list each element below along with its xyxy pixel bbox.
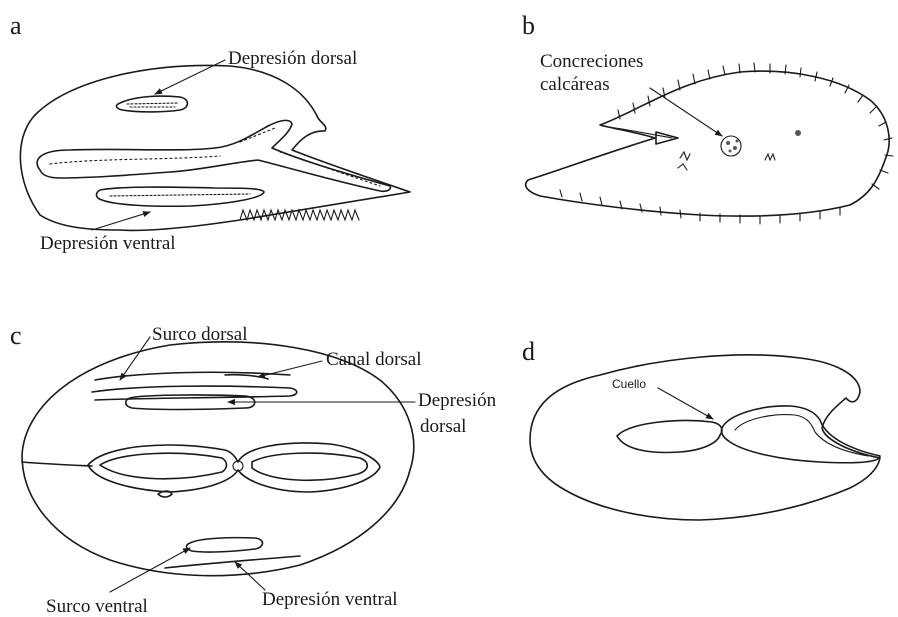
panel-a-ventral-depression-stipple [110,194,250,196]
panel-b: b Concreciones calcáreas [522,11,893,224]
panel-d-letter: d [522,337,535,366]
panel-d-cauda-inner [735,415,868,456]
panel-b-dorsal-margin-teeth [618,63,893,189]
panel-b-notch-marker [656,132,678,144]
panel-d-label-neck: Cuello [612,377,646,391]
panel-a-ventral-depression-leader [92,212,150,230]
panel-c-ostium-line [22,462,92,466]
panel-a-dorsal-depression-stipple [127,103,178,107]
panel-a-sulcus-shape [37,120,390,191]
panel-c-ventral-sulcus-shape [186,538,262,552]
panel-a-ventral-margin-teeth [240,210,359,220]
panel-a-label-ventral-depression: Depresión ventral [40,233,176,254]
panel-b-label-concretions-line1: Concreciones [540,51,643,72]
panel-b-rostrum-line [602,126,672,138]
panel-d-otolith-outline [530,355,880,520]
panel-d-neck-leader [658,388,713,419]
panel-c-ventral-sulcus-leader [110,548,190,592]
panel-c-label-ventral-depression: Depresión ventral [262,589,398,610]
panel-c-label-ventral-sulcus: Surco ventral [46,596,148,617]
panel-b-ventral-margin-teeth [560,190,840,224]
panel-a-label-dorsal-depression: Depresión dorsal [228,48,357,69]
panel-c-label-dorsal-depression-line2: dorsal [420,416,466,437]
panel-b-letter: b [522,11,535,40]
panel-d: d Cuello [522,337,880,520]
panel-d-ostium-shape [617,421,722,453]
panel-c-central-sulcus-inner [100,453,367,480]
panel-c-central-sulcus-outline [88,443,380,492]
panel-c-ventral-depression-leader [235,562,265,590]
panel-b-concretions-leader [650,88,722,136]
panel-c-label-dorsal-sulcus: Surco dorsal [152,324,248,345]
panel-c-ventral-depression-shape [165,556,300,568]
panel-a-ventral-depression-shape [96,187,264,206]
panel-b-label-concretions-line2: calcáreas [540,74,610,95]
panel-c-label-dorsal-canal: Canal dorsal [326,349,422,370]
panel-a-letter: a [10,11,22,40]
panel-c-ventral-mark [158,491,172,497]
panel-b-calcareous-concretions [678,130,801,170]
panel-c-label-dorsal-depression-line1: Depresión [418,390,497,411]
panel-c: c Surco dorsal Canal dorsal Depresión do… [10,321,497,617]
panel-c-letter: c [10,321,22,350]
panel-a: a Depresión dorsal Depresión ventral [10,11,410,254]
panel-c-otolith-outline [22,342,414,576]
panel-c-dorsal-canal-shape [225,375,268,379]
panel-d-cauda-shape [721,406,880,463]
